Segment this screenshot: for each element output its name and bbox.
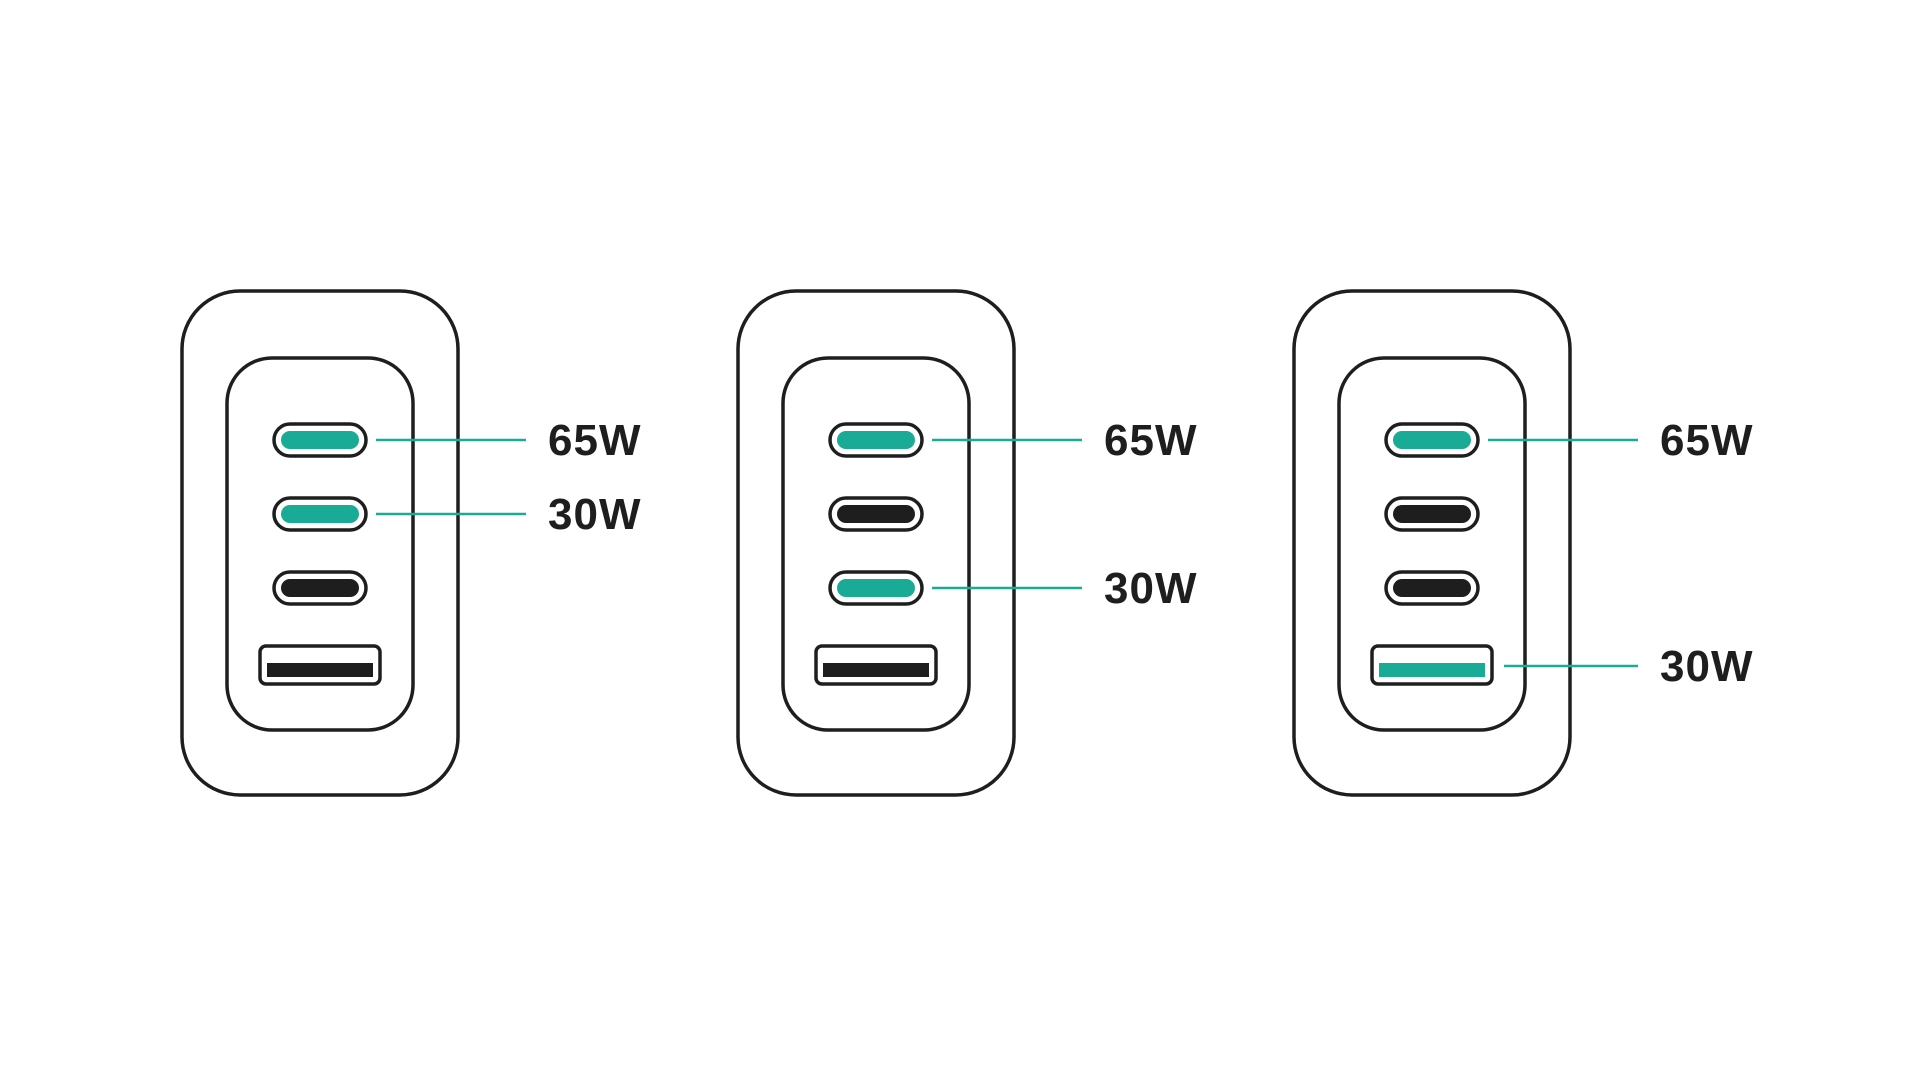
usb-c-port-active-fill bbox=[1393, 431, 1471, 449]
charger-body bbox=[180, 289, 460, 797]
port-panel bbox=[781, 356, 971, 732]
power-label: 30W bbox=[1660, 642, 1753, 691]
port-panel bbox=[225, 356, 415, 732]
usb-a-port-inactive-fill bbox=[267, 663, 373, 677]
power-label: 30W bbox=[548, 490, 641, 539]
charger-unit-2: 65W 30W bbox=[736, 289, 1197, 797]
usb-c-port-inactive-fill bbox=[837, 505, 915, 523]
charger-body bbox=[1292, 289, 1572, 797]
power-label: 30W bbox=[1104, 564, 1197, 613]
power-label: 65W bbox=[548, 416, 641, 465]
charger-unit-1: 65W 30W bbox=[180, 289, 641, 797]
charger-unit-3: 65W 30W bbox=[1292, 289, 1753, 797]
power-label: 65W bbox=[1660, 416, 1753, 465]
usb-a-port-active-fill bbox=[1379, 663, 1485, 677]
power-label: 65W bbox=[1104, 416, 1197, 465]
usb-c-port-inactive-fill bbox=[1393, 579, 1471, 597]
usb-c-port-active-fill bbox=[281, 505, 359, 523]
usb-c-port-active-fill bbox=[837, 431, 915, 449]
usb-c-port-inactive-fill bbox=[1393, 505, 1471, 523]
usb-c-port-active-fill bbox=[837, 579, 915, 597]
port-panel bbox=[1337, 356, 1527, 732]
usb-a-port-inactive-fill bbox=[823, 663, 929, 677]
charger-body bbox=[736, 289, 1016, 797]
usb-c-port-inactive-fill bbox=[281, 579, 359, 597]
usb-c-port-active-fill bbox=[281, 431, 359, 449]
